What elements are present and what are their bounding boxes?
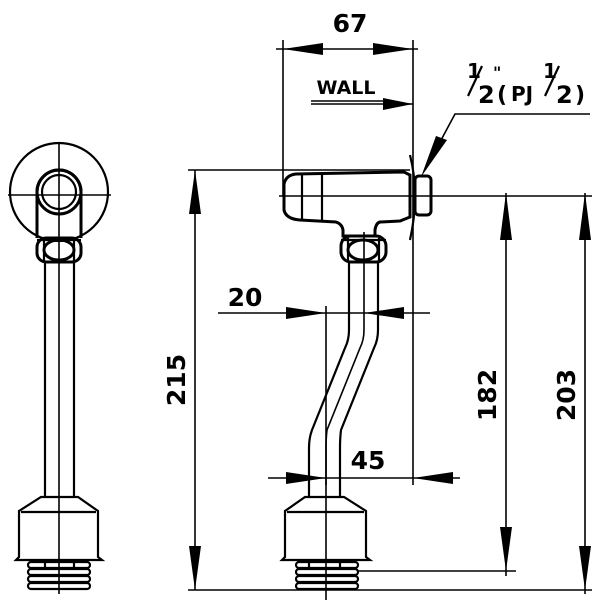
dim-20-label: 20	[228, 283, 263, 312]
dim-67-label: 67	[333, 9, 368, 38]
dim-182-label: 182	[473, 369, 502, 421]
dim-67-arrow-right	[373, 43, 413, 55]
thread-denominator-1: 2	[478, 81, 495, 109]
dim-215-arrow-bottom	[189, 546, 201, 590]
dimensions: 67 WALL 1 2 " ( PJ 1 2 ) 20 45	[162, 9, 592, 594]
dim-20-arrow-right	[364, 307, 404, 319]
dim-45-label: 45	[351, 446, 386, 475]
outlet-thread	[26, 560, 92, 591]
thread-close-paren: )	[575, 83, 585, 108]
thread-fraction-slash-1	[467, 65, 483, 97]
dim-203-arrow-bottom	[579, 546, 591, 590]
side-view	[279, 154, 592, 600]
dim-45-arrow-right	[413, 472, 453, 484]
dim-215-arrow-top	[189, 170, 201, 214]
thread-leader-arrow	[421, 136, 447, 177]
side-outlet-thread	[294, 560, 360, 591]
dim-182-arrow-top	[500, 193, 512, 240]
dim-67-arrow-left	[283, 43, 323, 55]
thread-leader-line	[424, 113, 590, 171]
dim-20-arrow-left	[286, 307, 326, 319]
dim-182-arrow-bottom	[500, 527, 512, 571]
dim-203-arrow-top	[579, 193, 591, 240]
pipe-wall-left	[307, 262, 351, 497]
wall-label: WALL	[316, 77, 375, 99]
thread-numerator-2: 1	[543, 59, 557, 83]
thread-fraction-slash-2	[544, 65, 560, 97]
side-nut-face	[346, 238, 380, 262]
thread-open-paren: (	[497, 83, 507, 108]
pipe-center-line	[325, 232, 365, 600]
side-outlet-fitting	[279, 495, 374, 562]
pipe-wall-right	[338, 262, 380, 497]
dim-215-label: 215	[162, 354, 191, 406]
valve-body	[282, 170, 412, 238]
outlet-fitting	[13, 495, 106, 562]
dim-45-arrow-left	[286, 472, 326, 484]
front-view	[8, 141, 111, 594]
thread-denominator-2: 2	[556, 81, 573, 109]
thread-pj: PJ	[511, 82, 533, 106]
dim-203-label: 203	[552, 369, 581, 421]
thread-inch-mark: "	[493, 63, 501, 82]
wall-arrow	[383, 98, 413, 110]
thread-label: 1 2 " ( PJ 1 2 )	[467, 59, 585, 109]
